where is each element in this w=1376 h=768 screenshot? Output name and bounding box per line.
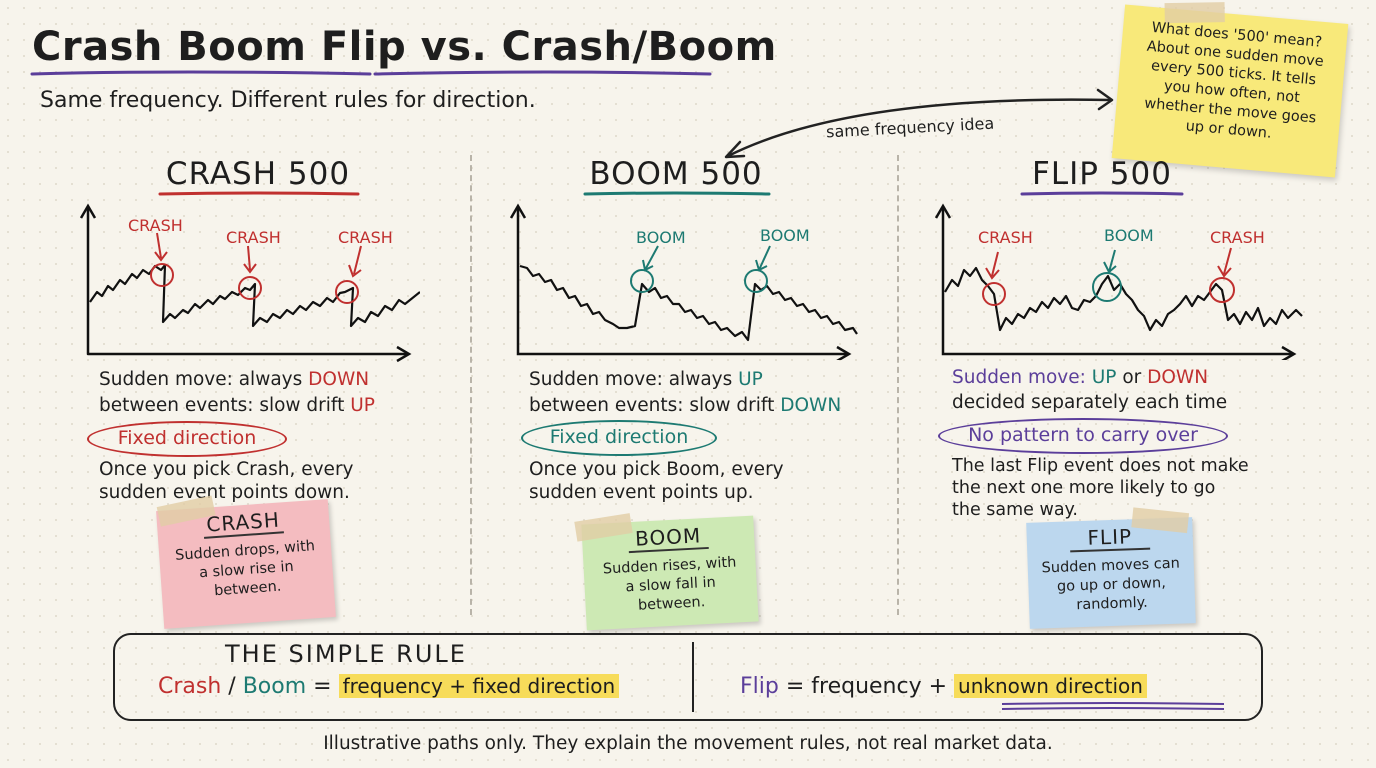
flip-title: FLIP 500 — [1032, 156, 1172, 192]
boom-description-1: Once you pick Boom, every — [529, 459, 784, 480]
boom-drift-down: DOWN — [780, 395, 842, 416]
flip-badge: No pattern to carry over — [938, 418, 1228, 454]
flip-title-underline — [1020, 191, 1184, 196]
flip-description-1: The last Flip event does not make — [952, 456, 1249, 476]
crash-description-2: sudden event points down. — [99, 482, 350, 503]
boom-title-underline — [583, 191, 771, 196]
boom-direction-up: UP — [738, 369, 763, 390]
column-divider — [897, 155, 899, 615]
page-title: Crash Boom Flip vs. Crash/Boom — [32, 24, 777, 70]
simple-rule-box — [113, 633, 1263, 721]
boom-rule-line-2: between events: slow drift DOWN — [529, 395, 842, 416]
connector-arrow — [724, 88, 1114, 159]
crash-direction-down: DOWN — [308, 369, 370, 390]
boom-rule-line-1: Sudden move: always UP — [529, 369, 763, 390]
flip-event-label: CRASH — [978, 228, 1033, 247]
flip-description-2: the next one more likely to go — [952, 478, 1216, 498]
rule-boom-label: Boom — [242, 674, 307, 699]
flip-rule-line-1: Sudden move: UP or DOWN — [952, 367, 1209, 388]
page-subtitle: Same frequency. Different rules for dire… — [40, 88, 536, 113]
boom-badge: Fixed direction — [521, 420, 717, 456]
rule-left: Crash / Boom = frequency + fixed directi… — [158, 674, 620, 699]
flip-rule-line-2: decided separately each time — [952, 392, 1228, 413]
flip-event-label: CRASH — [1210, 228, 1265, 247]
rule-right-underline — [1001, 702, 1225, 710]
crash-rule-line-2: between events: slow drift UP — [99, 395, 375, 416]
crash-event-label: CRASH — [128, 216, 183, 235]
crash-drift-up: UP — [350, 395, 375, 416]
flip-direction-down: DOWN — [1147, 367, 1209, 388]
rule-flip-label: Flip — [740, 674, 779, 699]
boom-event-label: BOOM — [636, 228, 686, 247]
rule-divider — [692, 642, 694, 712]
rule-left-highlight: frequency + fixed direction — [338, 674, 620, 698]
column-divider — [470, 155, 472, 615]
flip-sticky-note: FLIP Sudden moves can go up or down, ran… — [1026, 507, 1196, 629]
crash-event-label: CRASH — [226, 228, 281, 247]
crash-description-1: Once you pick Crash, every — [99, 459, 354, 480]
crash-sticky-note: CRASH Sudden drops, with a slow rise in … — [156, 495, 336, 629]
rule-right: Flip = frequency + unknown direction — [740, 674, 1147, 699]
title-underline — [30, 70, 712, 76]
flip-description-3: the same way. — [952, 500, 1078, 520]
boom-description-2: sudden event points up. — [529, 482, 754, 503]
simple-rule-title: THE SIMPLE RULE — [225, 640, 467, 668]
flip-event-label: BOOM — [1104, 226, 1154, 245]
flip-path-chart — [934, 203, 1303, 360]
boom-path-chart — [509, 203, 858, 360]
footer-note: Illustrative paths only. They explain th… — [323, 733, 1053, 754]
rule-right-highlight: unknown direction — [954, 674, 1147, 698]
crash-title-underline — [158, 191, 360, 196]
crash-event-label: CRASH — [338, 228, 393, 247]
sticky-note-500: What does '500' mean? About one sudden m… — [1111, 2, 1349, 178]
crash-title: CRASH 500 — [165, 156, 351, 192]
crash-badge: Fixed direction — [87, 421, 287, 457]
flip-direction-up: UP — [1091, 367, 1117, 388]
boom-sticky-note: BOOM Sudden rises, with a slow fall in b… — [574, 513, 759, 631]
crash-path-chart — [79, 203, 420, 363]
rule-crash-label: Crash — [158, 674, 222, 699]
boom-title: BOOM 500 — [589, 156, 763, 192]
boom-event-label: BOOM — [760, 226, 810, 245]
crash-rule-line-1: Sudden move: always DOWN — [99, 369, 370, 390]
